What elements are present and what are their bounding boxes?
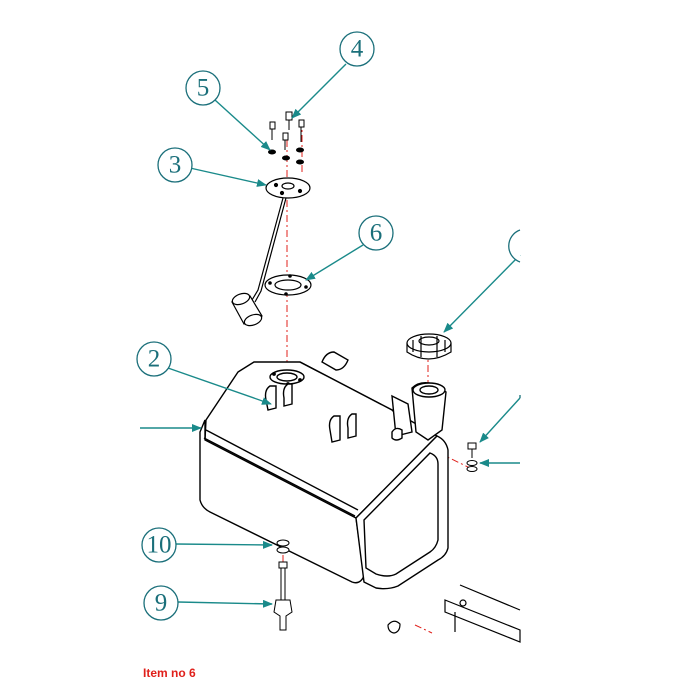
fuel-tank — [199, 351, 449, 590]
leader-lines — [140, 63, 521, 608]
leader-9 — [177, 599, 273, 608]
leader-10 — [174, 540, 273, 549]
leader-6 — [305, 244, 364, 281]
leader-cap — [443, 254, 521, 333]
leader-3 — [189, 167, 267, 187]
balloon-3 — [157, 147, 193, 183]
washers — [268, 147, 304, 165]
callout-label-9: 9 — [155, 590, 168, 617]
leader-2 — [167, 367, 272, 405]
filler-cap — [406, 333, 452, 360]
balloon-10 — [141, 527, 177, 563]
balloon-2 — [136, 341, 172, 377]
drain-bolt — [466, 442, 478, 472]
callout-label-3: 3 — [169, 152, 182, 179]
callout-labels: 4 5 3 6 2 10 9 — [147, 36, 383, 617]
leader-5 — [214, 99, 271, 151]
callout-label-2: 2 — [148, 346, 161, 373]
leader-4 — [291, 63, 347, 119]
callout-label-6: 6 — [370, 220, 383, 247]
balloon-5 — [185, 70, 221, 106]
mounting-bracket — [387, 584, 521, 643]
callout-label-10: 10 — [147, 532, 172, 559]
leader-bolt — [479, 397, 521, 443]
callout-balloons — [136, 31, 521, 621]
callout-label-5: 5 — [197, 75, 210, 102]
float-assembly — [231, 197, 287, 327]
balloon-4 — [339, 31, 375, 67]
balloon-partial-cap — [508, 229, 521, 263]
sender-flange — [265, 177, 311, 199]
gasket — [264, 274, 312, 296]
drain-plug-parts — [273, 539, 293, 631]
callout-label-4: 4 — [351, 36, 364, 63]
balloon-6 — [358, 215, 394, 251]
balloon-9 — [143, 585, 179, 621]
item-caption: Item no 6 — [143, 666, 196, 680]
